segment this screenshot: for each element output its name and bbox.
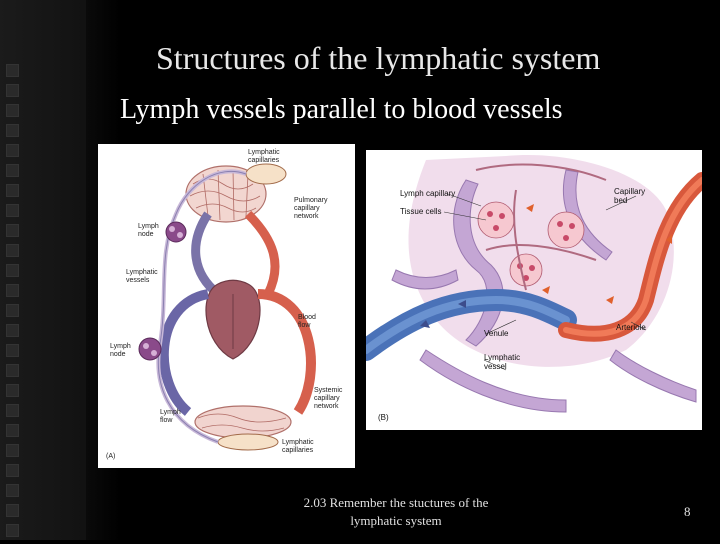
label-panel-a: (A)	[106, 453, 115, 460]
left-decorative-squares	[6, 64, 20, 544]
label-lymphatic-capillaries-top: Lymphatic capillaries	[248, 149, 282, 164]
label-lymph-flow: Lymph flow	[160, 409, 183, 424]
label-lymph-node-upper: Lymph node	[138, 223, 161, 238]
label-lymph-capillary: Lymph capillary	[400, 189, 455, 198]
figure-a-circulation-diagram: Lymphatic capillaries Pulmonary capillar…	[98, 144, 355, 468]
label-tissue-cells: Tissue cells	[400, 207, 442, 216]
label-capillary-bed: Capillary bed	[614, 187, 647, 205]
label-blood-flow: Blood flow	[298, 314, 318, 329]
label-lymphatic-capillaries-bottom: Lymphatic capillaries	[282, 439, 316, 454]
slide-subtitle: Lymph vessels parallel to blood vessels	[120, 94, 563, 125]
label-lymph-node-lower: Lymph node	[110, 343, 133, 358]
label-venule: Venule	[484, 329, 509, 338]
label-pulmonary-capillary-network: Pulmonary capillary network	[294, 197, 329, 220]
label-systemic-capillary-network: Systemic capillary network	[314, 387, 344, 410]
slide-footer-text: 2.03 Remember the stuctures of the lymph…	[303, 495, 489, 528]
label-lymphatic-vessel: Lymphatic vessel	[484, 353, 522, 371]
slide-title: Structures of the lymphatic system	[156, 40, 601, 76]
label-panel-b: (B)	[378, 413, 389, 422]
page-number: 8	[684, 504, 691, 519]
label-arteriole: Arteriole	[616, 323, 646, 332]
figure-b-capillary-bed-diagram: Lymph capillary Tissue cells Capillary b…	[366, 150, 702, 430]
label-lymphatic-vessels: Lymphatic vessels	[126, 269, 160, 284]
